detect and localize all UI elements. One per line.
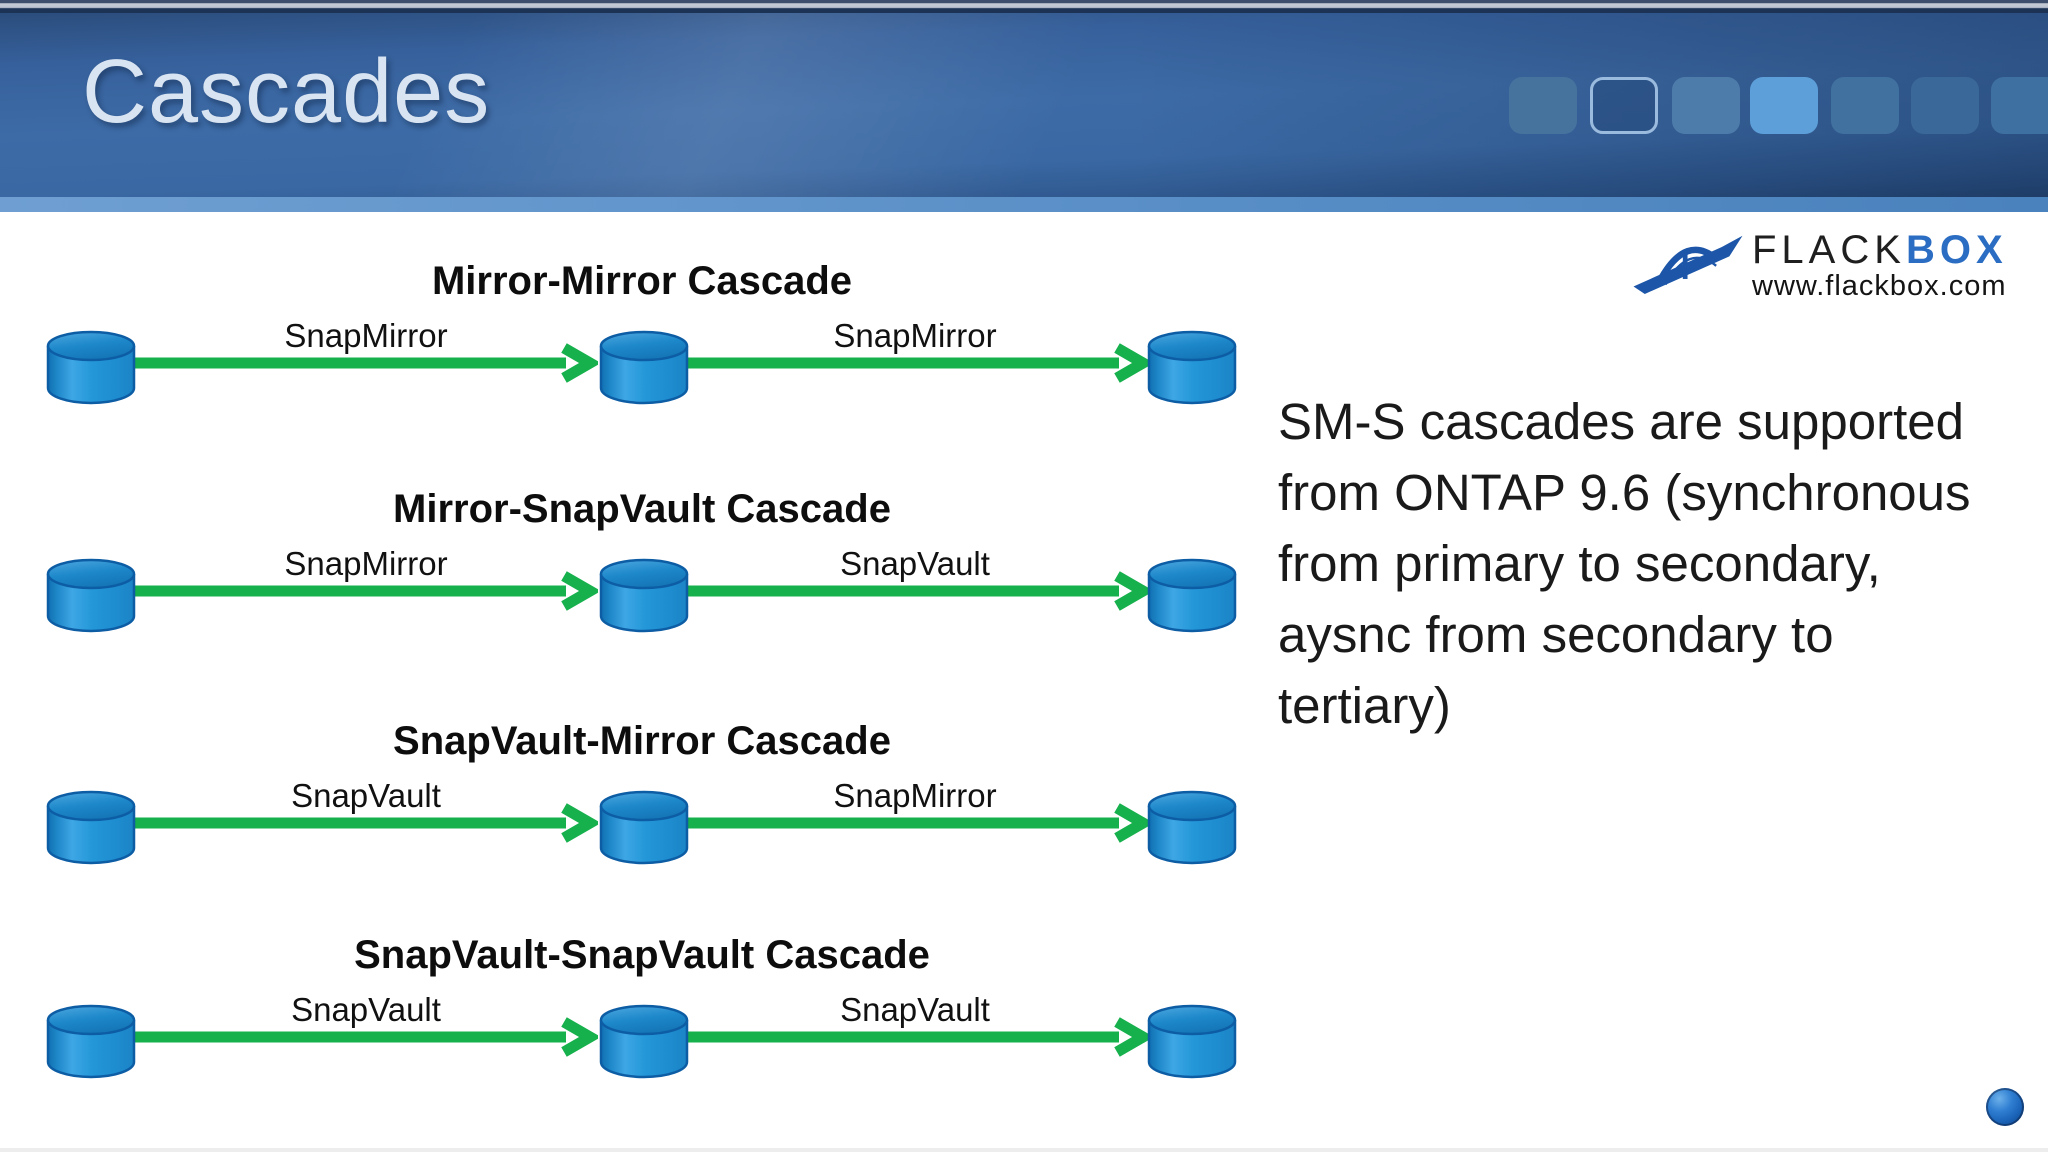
- replication-arrow-icon: [685, 1017, 1151, 1057]
- cascade-title: Mirror-SnapVault Cascade: [393, 487, 891, 531]
- cascade-row-mirror-snapvault: Mirror-SnapVault Cascade SnapMirror Snap…: [0, 486, 1284, 636]
- replication-label: SnapVault: [291, 777, 441, 814]
- storage-cylinder-icon: [46, 790, 136, 865]
- header-top-stripe: [0, 0, 2048, 13]
- replication-label: SnapVault: [291, 991, 441, 1028]
- progress-square-icon: [1831, 77, 1899, 134]
- replication-arrow-icon: [132, 803, 598, 843]
- storage-cylinder-icon: [599, 330, 689, 405]
- slide-bottom-edge: [0, 1148, 2048, 1152]
- cascade-title: SnapVault-Mirror Cascade: [393, 719, 891, 763]
- replication-arrow-icon: [132, 343, 598, 383]
- progress-square-icon: [1509, 77, 1577, 134]
- header-progress-squares: [0, 77, 2048, 134]
- replication-label: SnapVault: [840, 991, 990, 1028]
- storage-cylinder-icon: [599, 790, 689, 865]
- cascade-title: Mirror-Mirror Cascade: [431, 259, 853, 303]
- replication-arrow-icon: [685, 343, 1151, 383]
- storage-cylinder-icon: [1147, 790, 1237, 865]
- flackbox-logo-text: FLACKBOX www.flackbox.com: [1752, 230, 2008, 302]
- cascade-row-mirror-mirror: Mirror-Mirror Cascade SnapMirror SnapMir…: [0, 258, 1284, 408]
- progress-square-icon: [1672, 77, 1740, 134]
- replication-arrow-icon: [132, 1017, 598, 1057]
- replication-label: SnapMirror: [284, 317, 448, 354]
- storage-cylinder-icon: [1147, 1004, 1237, 1079]
- cascade-row-snapvault-mirror: SnapVault-Mirror Cascade SnapVault SnapM…: [0, 718, 1284, 868]
- progress-square-icon: [1911, 77, 1979, 134]
- replication-arrow-icon: [685, 803, 1151, 843]
- cascade-title: SnapVault-SnapVault Cascade: [354, 933, 930, 977]
- storage-cylinder-icon: [599, 1004, 689, 1079]
- replication-arrow-icon: [132, 571, 598, 611]
- flackbox-brand-name: FLACKBOX: [1752, 230, 2008, 270]
- storage-cylinder-icon: [46, 558, 136, 633]
- storage-cylinder-icon: [46, 330, 136, 405]
- storage-cylinder-icon: [1147, 558, 1237, 633]
- replication-arrow-icon: [685, 571, 1151, 611]
- replication-label: SnapMirror: [833, 317, 997, 354]
- brand-name-first: FLACK: [1752, 228, 1906, 272]
- progress-square-highlight-icon: [1750, 77, 1818, 134]
- storage-cylinder-icon: [1147, 330, 1237, 405]
- cascade-row-snapvault-snapvault: SnapVault-SnapVault Cascade SnapVault Sn…: [0, 932, 1284, 1082]
- sm-s-note-text: SM-S cascades are supported from ONTAP 9…: [1278, 393, 1971, 734]
- replication-label: SnapMirror: [833, 777, 997, 814]
- brand-name-second: BOX: [1905, 228, 2008, 272]
- header-bottom-stripe: [0, 197, 2048, 212]
- flackbox-bridge-icon: [1633, 235, 1743, 294]
- storage-cylinder-icon: [46, 1004, 136, 1079]
- slide-title: Cascades: [82, 42, 491, 142]
- flackbox-website-url: www.flackbox.com: [1752, 270, 2007, 302]
- replication-label: SnapVault: [840, 545, 990, 582]
- flackbox-logo: FLACKBOX www.flackbox.com: [1630, 230, 2008, 302]
- slide-header: Cascades: [0, 0, 2048, 212]
- progress-square-icon: [1991, 77, 2048, 134]
- storage-cylinder-icon: [599, 558, 689, 633]
- replication-label: SnapMirror: [284, 545, 448, 582]
- progress-square-outlined-icon: [1590, 77, 1658, 134]
- corner-dot-icon: [1986, 1088, 2024, 1126]
